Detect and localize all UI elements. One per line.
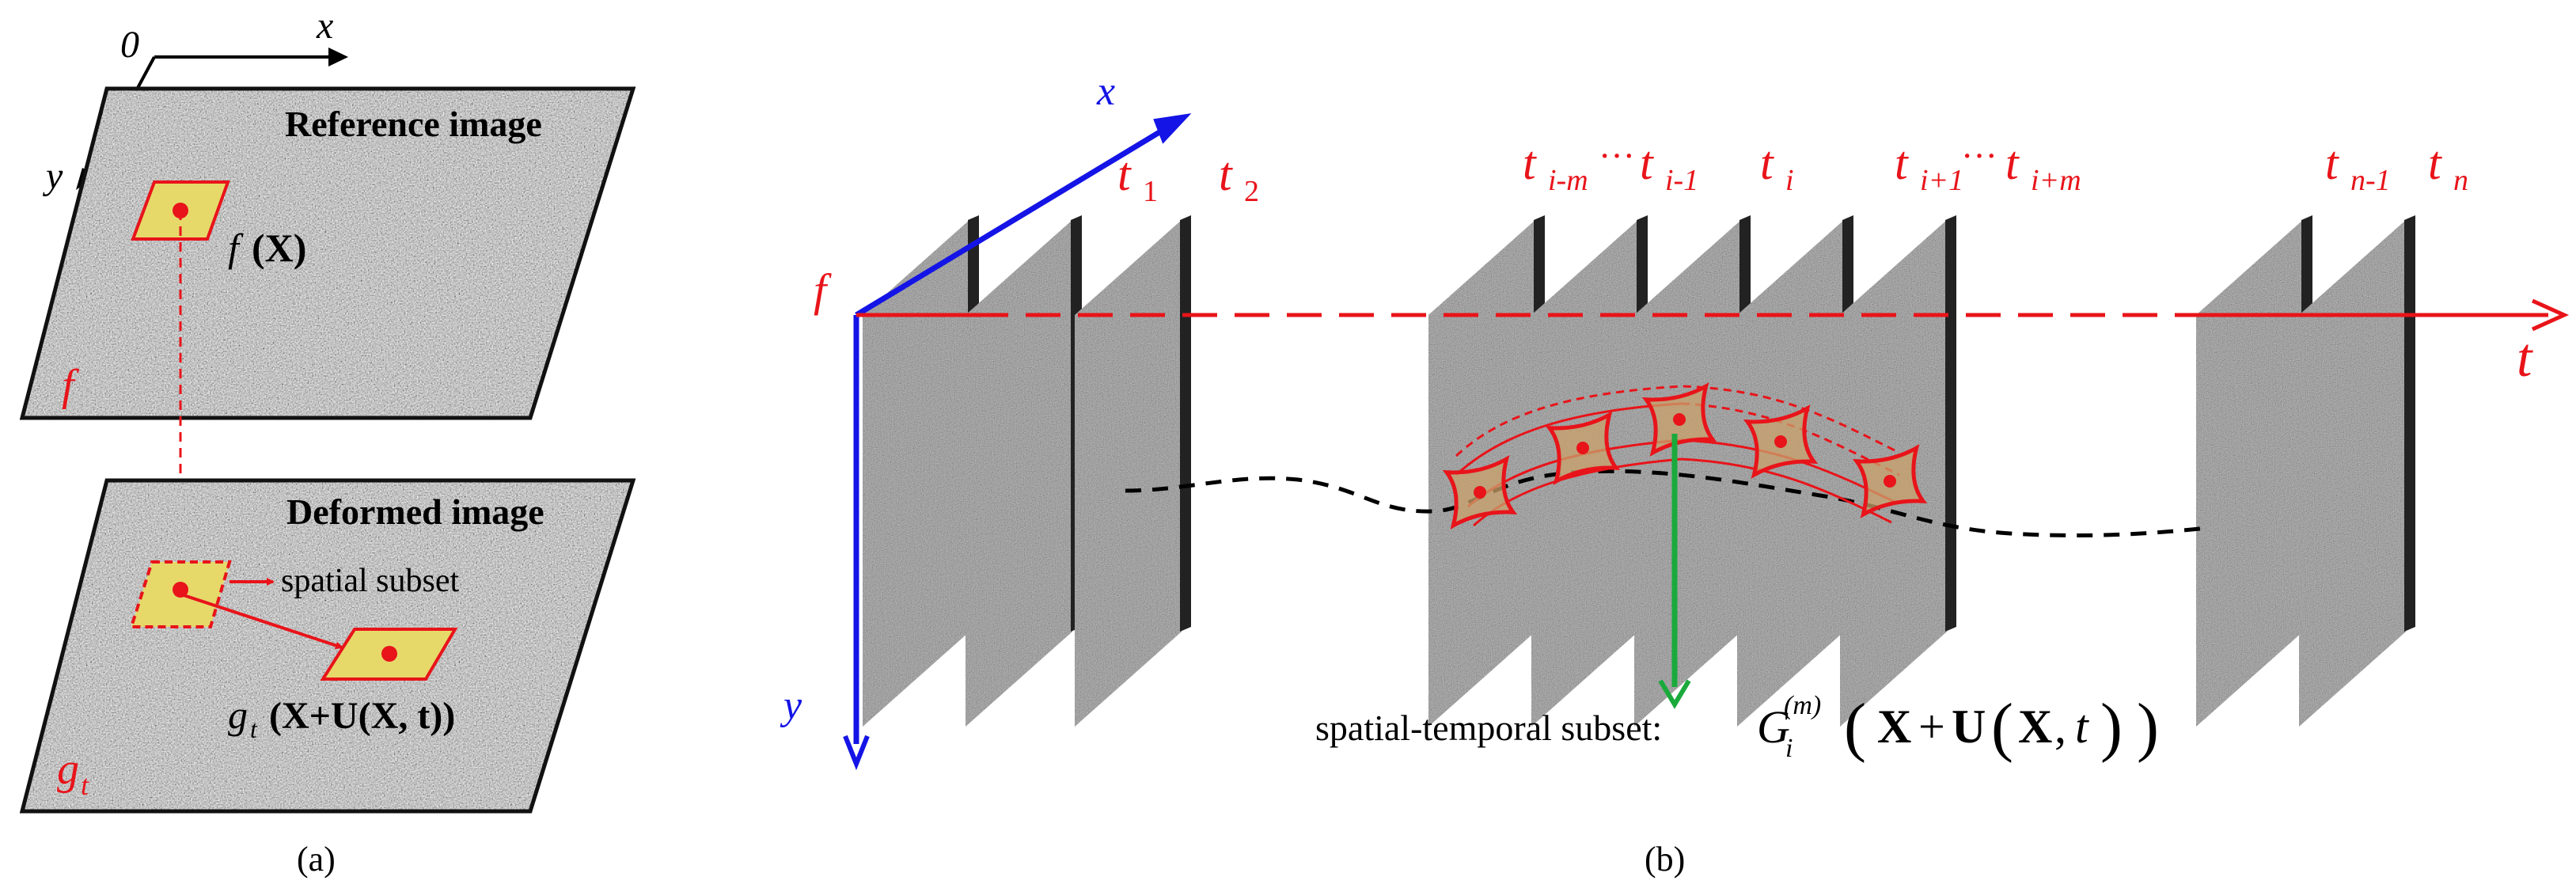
svg-text:n-1: n-1	[2350, 164, 2391, 197]
subset-star-center-1	[1474, 486, 1486, 499]
subset-func-superscript: (m)	[1784, 691, 1821, 720]
panel-b-axis-x-label: x	[1096, 69, 1115, 114]
pixel-trajectory	[1125, 469, 2201, 537]
image-plane-t1	[863, 215, 979, 727]
time-axis: t	[856, 298, 2570, 389]
time-axis-arrowhead-icon	[2531, 298, 2570, 332]
deformed-image-plane: Deformed image spatial subset g t (X+U(X…	[19, 478, 636, 814]
svg-text:t: t	[2005, 137, 2020, 189]
svg-text:n: n	[2453, 164, 2468, 197]
svg-text:t: t	[2325, 137, 2339, 189]
axis-y-label: y	[42, 155, 63, 197]
svg-text:t: t	[2428, 137, 2442, 189]
svg-text:t: t	[1117, 148, 1132, 200]
reference-func-arg: (X)	[252, 226, 306, 270]
reference-image-plane: Reference image f (X) f	[19, 86, 636, 420]
panel-a: 0 x y Reference image f (X) f	[19, 5, 636, 879]
paren-open-inner: (	[1991, 690, 2013, 764]
time-ellipsis-left: ···	[1599, 135, 1635, 176]
time-ellipsis-right: ···	[1961, 135, 1997, 176]
subset-arg-x: X	[1877, 700, 1911, 753]
svg-text:i-1: i-1	[1665, 164, 1698, 197]
deformed-subset-center	[381, 646, 397, 662]
x-axis-arrowhead-icon	[1153, 113, 1192, 144]
paren-open-outer: (	[1844, 690, 1866, 764]
original-subset-center	[173, 582, 188, 598]
svg-text:t: t	[1219, 148, 1233, 200]
svg-text:i+m: i+m	[2031, 164, 2081, 197]
axis-x-label: x	[316, 5, 333, 47]
svg-text:t: t	[1523, 137, 1537, 189]
time-label-tn-1: t n-1	[2325, 137, 2391, 197]
x-arrowhead-icon	[328, 47, 348, 66]
spatial-subset-label: spatial subset	[281, 563, 459, 599]
svg-text:t: t	[1895, 137, 1909, 189]
svg-text:t: t	[1640, 137, 1654, 189]
subset-func-subscript: i	[1785, 734, 1793, 763]
time-label-ti-m: t i-m	[1523, 137, 1588, 197]
caption-a: (a)	[297, 840, 336, 879]
subset-arg-x2: X	[2018, 700, 2052, 753]
image-plane-t2	[966, 215, 1082, 727]
subset-arg-t: t	[2075, 700, 2089, 753]
subset-arg-plus: +	[1918, 700, 1945, 753]
image-plane-tn	[2299, 215, 2415, 727]
subset-func-name: G	[1757, 701, 1790, 753]
deformed-func-arg: (X+U(X, t))	[269, 695, 455, 737]
time-label-ti-1: t i-1	[1640, 137, 1698, 197]
image-plane-tn-1	[2196, 215, 2312, 727]
time-label-ti+1: t i+1	[1895, 137, 1963, 197]
image-plane-ti	[1634, 215, 1751, 727]
svg-text:t: t	[1760, 137, 1774, 189]
panel-b-axis-y-label: y	[780, 683, 802, 728]
svg-text:i: i	[1785, 164, 1794, 197]
displacement-arrow	[183, 594, 343, 650]
subset-star-center-4	[1774, 435, 1787, 448]
image-plane-t3	[1075, 215, 1191, 727]
reference-image-title: Reference image	[285, 104, 542, 144]
subset-star-center-2	[1576, 442, 1589, 454]
deformed-func-name: g	[228, 693, 248, 737]
svg-text:2: 2	[1244, 175, 1259, 208]
deformed-corner-subscript: t	[81, 769, 89, 801]
spatial-temporal-subset	[1442, 381, 1928, 530]
subset-arg-u: U	[1952, 700, 1986, 753]
svg-text:i+1: i+1	[1920, 164, 1963, 197]
time-label-ti+m: t i+m	[2005, 137, 2081, 197]
svg-text:1: 1	[1143, 175, 1158, 208]
subset-formula: spatial-temporal subset: G i (m) ( X + U…	[1315, 690, 2159, 764]
subset-star-center-5	[1884, 475, 1896, 488]
panel-b-axis-f-label: f	[814, 264, 832, 316]
y-axis-arrowhead-icon	[843, 734, 870, 771]
time-axis-label: t	[2517, 328, 2533, 389]
deformed-corner-label: g	[57, 745, 79, 794]
caption-b: (b)	[1645, 840, 1685, 879]
subset-stars	[1442, 381, 1928, 530]
deformed-image-title: Deformed image	[286, 492, 544, 532]
svg-text:i-m: i-m	[1548, 164, 1588, 197]
paren-close-inner: )	[2100, 690, 2123, 764]
subset-star-center-3	[1673, 413, 1686, 426]
subset-pointer-arrowhead-icon	[1658, 679, 1691, 709]
subset-formula-label: spatial-temporal subset:	[1315, 708, 1662, 748]
deformed-func-subscript: t	[250, 715, 258, 743]
paren-close-outer: )	[2137, 690, 2159, 764]
subset-arg-comma: ,	[2054, 700, 2066, 753]
axis-origin-label: 0	[120, 24, 139, 66]
